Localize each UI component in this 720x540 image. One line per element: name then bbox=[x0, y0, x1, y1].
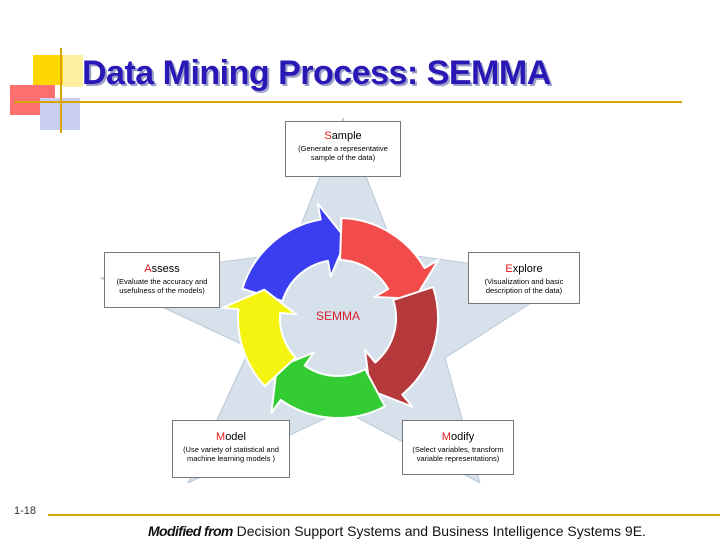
arrow-green bbox=[270, 351, 386, 419]
step-assess: Assess (Evaluate the accuracy and useful… bbox=[104, 252, 220, 308]
decor-square-light-yellow bbox=[63, 55, 83, 87]
step-modify: Modify (Select variables, transform vari… bbox=[402, 420, 514, 475]
center-label: SEMMA bbox=[316, 309, 361, 323]
semma-cycle-graphic bbox=[100, 118, 570, 483]
step-sample-title: Sample bbox=[324, 130, 362, 142]
semma-diagram: Sample (Generate a representative sample… bbox=[100, 118, 580, 483]
step-assess-description: (Evaluate the accuracy and usefulness of… bbox=[116, 277, 208, 295]
step-model: Model (Use variety of statistical and ma… bbox=[172, 420, 290, 478]
title-underline bbox=[14, 101, 682, 103]
arrow-red bbox=[339, 217, 440, 300]
footer-source: Decision Support Systems and Business In… bbox=[236, 523, 646, 539]
decor-square-yellow bbox=[33, 55, 63, 85]
decor-vertical-line bbox=[60, 48, 62, 133]
step-modify-description: (Select variables, transform variable re… bbox=[412, 445, 504, 463]
slide-number: 1-18 bbox=[14, 505, 37, 517]
footer-citation: Modified from Decision Support Systems a… bbox=[148, 523, 646, 539]
arrow-yellow bbox=[221, 288, 298, 388]
cycle-arrows bbox=[221, 202, 440, 419]
step-sample-description: (Generate a representative sample of the… bbox=[298, 144, 388, 162]
arrow-dark-red bbox=[363, 286, 439, 408]
step-explore-description: (Visualization and basic description of … bbox=[484, 277, 564, 295]
footer-prefix: Modified from bbox=[148, 523, 233, 539]
step-model-description: (Use variety of statistical and machine … bbox=[183, 445, 279, 463]
step-assess-title: Assess bbox=[144, 263, 180, 275]
step-modify-title: Modify bbox=[441, 431, 475, 443]
step-explore-title: Explore bbox=[505, 263, 543, 275]
arrow-blue bbox=[241, 202, 348, 303]
slide-title: Data Mining Process: SEMMA bbox=[82, 54, 551, 92]
step-sample: Sample (Generate a representative sample… bbox=[285, 121, 401, 177]
footer-line bbox=[48, 514, 720, 516]
step-explore: Explore (Visualization and basic descrip… bbox=[468, 252, 580, 304]
step-model-title: Model bbox=[216, 431, 246, 443]
